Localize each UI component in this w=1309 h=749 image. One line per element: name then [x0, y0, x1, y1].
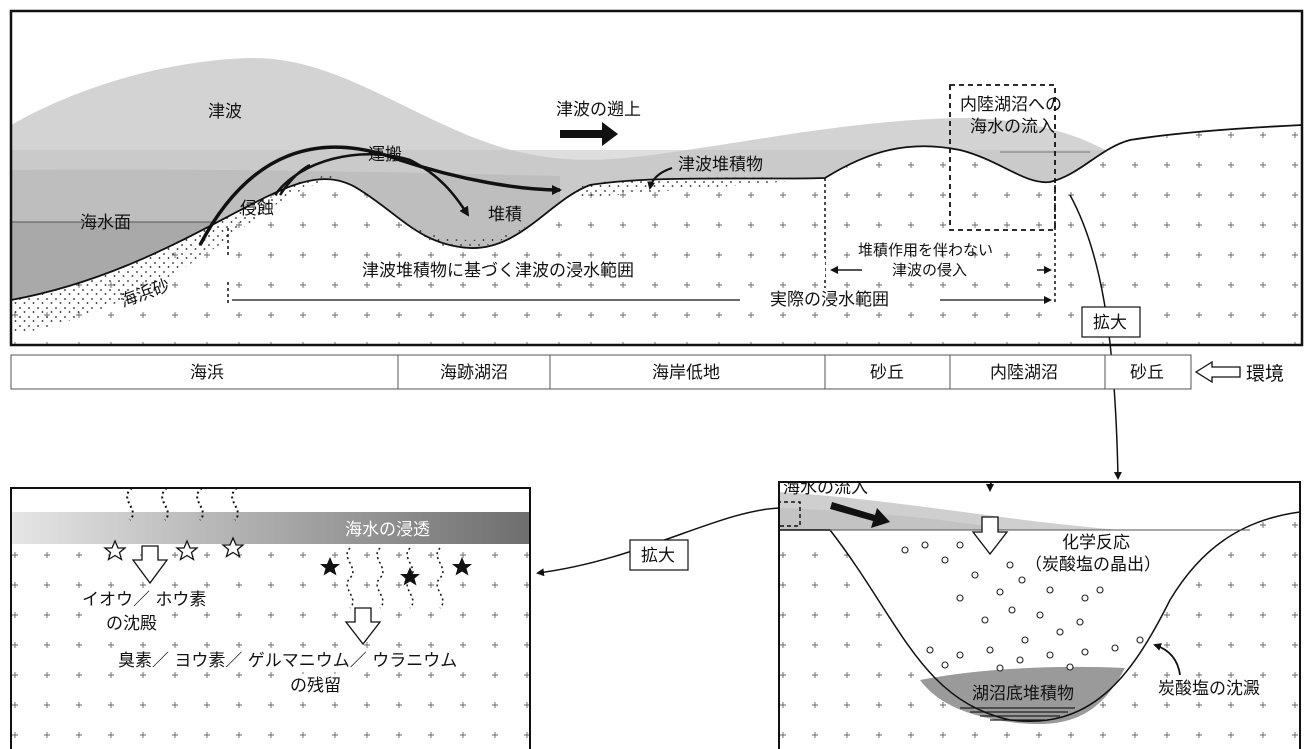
beach-sand: [11, 176, 340, 335]
env-dune-1: 砂丘: [870, 363, 904, 383]
env-beach: 海浜: [190, 363, 224, 383]
interface-focus-box: [779, 501, 801, 527]
basin-outline: [779, 511, 1300, 722]
inland-lake-focus-box: [949, 84, 1056, 231]
label-mixing: 海水−湖沼水の混合: [1010, 463, 1160, 483]
bottom-left-panel: 海水の蒸発 海水の浸透 イオウ／ ホウ素 の沈殿 臭素／ ヨウ素／ ゲルマニウム…: [10, 438, 531, 749]
label-evaporation: 海水の蒸発: [122, 438, 207, 458]
deposit-lowland: [570, 177, 825, 198]
environment-arrow-icon: [1194, 360, 1241, 384]
label-reaction-2: （炭酸塩の晶出）: [1025, 555, 1161, 575]
label-enlarge-middle: 拡大: [641, 546, 675, 566]
label-carbonate-precip: 炭酸塩の沈澱: [1158, 679, 1260, 699]
sediment-laminae: [960, 707, 1075, 721]
infiltration-band: [11, 512, 530, 544]
infiltration-waves: [346, 547, 444, 609]
label-residue-1: 臭素／ ヨウ素／ ゲルマニウム／ ウラニウム: [118, 651, 457, 671]
deposit-pointer: [647, 167, 673, 190]
label-infiltration: 海水の浸透: [345, 520, 430, 540]
bottom-right-panel: 海水の流入 海水−湖沼水の混合 化学反応 （炭酸塩の晶出） 炭酸塩の沈澱 湖沼底…: [778, 463, 1301, 749]
label-precip-1: イオウ／ ホウ素: [82, 590, 206, 610]
mixing-down-arrow: [971, 516, 1009, 556]
label-deposition: 堆積: [488, 205, 522, 225]
label-transport: 運搬: [368, 145, 402, 165]
erosion-curve: [278, 163, 311, 196]
label-runup: 津波の遡上: [556, 100, 641, 120]
open-stars: [103, 536, 245, 561]
label-erosion: 侵蝕: [240, 199, 274, 219]
mixing-pointer: [986, 482, 995, 492]
label-residue-2: の残留: [290, 676, 341, 696]
label-tsunami: 津波: [208, 102, 242, 122]
enlarge-box-top: [1081, 306, 1141, 338]
label-inflow: 海水の流入: [783, 478, 868, 498]
enlarge-arrow-middle: [536, 507, 781, 577]
label-no-deposit-1: 堆積作用を伴わない: [858, 241, 993, 259]
env-lagoon: 海跡湖沼: [440, 363, 508, 383]
label-enlarge-top: 拡大: [1093, 313, 1127, 333]
evaporation-waves: [126, 488, 239, 521]
label-precip-2: の沈殿: [106, 614, 157, 634]
deposit-lagoon: [410, 220, 540, 249]
runup-arrow: [560, 122, 618, 146]
env-inland-lake: 内陸湖沼: [990, 363, 1058, 383]
environment-strip: 海浜 海跡湖沼 海岸低地 砂丘 内陸湖沼 砂丘 環境: [10, 354, 1284, 390]
residue-down-arrow: [344, 607, 382, 646]
label-lake-sediment: 湖沼底堆積物: [972, 684, 1074, 704]
enlarge-arrow-top: [1069, 194, 1122, 480]
env-coastal-lowland: 海岸低地: [652, 363, 720, 383]
enlarge-box-middle: [629, 539, 689, 571]
carbonate-pointer: [1153, 643, 1181, 676]
precip-down-arrow: [131, 545, 169, 585]
label-actual-inundation: 実際の浸水範囲: [770, 290, 889, 310]
label-inland-inflow-1: 内陸湖沼への: [960, 95, 1062, 115]
label-no-deposit-2: 津波の侵入: [892, 261, 967, 279]
inflow-arrow: [830, 502, 890, 528]
carbonate-bubbles: [901, 541, 1144, 672]
top-panel: 津波 津波の遡上 内陸湖沼への 海水の流入 運搬 津波堆積物 海水面 侵蝕 堆積…: [9, 9, 1304, 347]
env-dune-2: 砂丘: [1130, 363, 1164, 383]
label-sea-level: 海水面: [80, 213, 131, 233]
label-tsunami-deposit: 津波堆積物: [678, 155, 763, 175]
label-inland-inflow-2: 海水の流入: [970, 117, 1055, 137]
lake-sediment: [920, 666, 1125, 725]
label-inundation-deposit: 津波堆積物に基づく津波の浸水範囲: [362, 261, 634, 281]
env-label: 環境: [1246, 363, 1284, 385]
filled-stars: [320, 557, 472, 586]
label-reaction-1: 化学反応: [1062, 533, 1130, 553]
